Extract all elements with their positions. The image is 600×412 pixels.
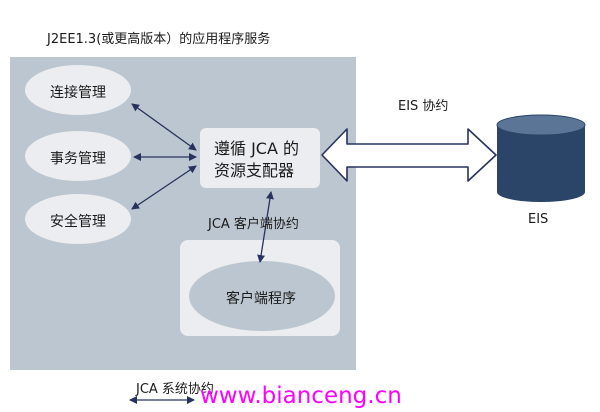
client-program-label: 客户端程序 <box>226 291 296 307</box>
resource-adapter-box <box>200 128 320 188</box>
eis-contract-block-arrow <box>321 128 497 182</box>
resource-adapter-label-line2: 资源支配器 <box>214 161 295 180</box>
connection-mgmt-node <box>25 65 131 115</box>
watermark-url: www.bianceng.cn <box>200 383 402 409</box>
system-contract-label: JCA 系统协约 <box>136 382 214 397</box>
eis-label: EIS <box>528 212 549 227</box>
resource-adapter-label-line1: 遵循 JCA 的 <box>214 139 300 158</box>
connection-arrow <box>131 103 197 151</box>
client-program-node <box>189 261 335 331</box>
client-contract-label: JCA 客户端协约 <box>208 217 299 232</box>
security-mgmt-node <box>25 194 131 244</box>
diagram-title: J2EE1.3(或更高版本）的应用程序服务 <box>47 32 271 47</box>
transaction-mgmt-node <box>25 131 131 181</box>
eis-contract-label: EIS 协约 <box>398 99 449 114</box>
security-arrow <box>131 165 197 210</box>
connection-mgmt-label: 连接管理 <box>50 85 106 101</box>
client-contract-arrow <box>257 191 274 263</box>
eis-cylinder <box>496 114 586 202</box>
transaction-mgmt-label: 事务管理 <box>50 151 106 167</box>
security-mgmt-label: 安全管理 <box>50 214 106 230</box>
